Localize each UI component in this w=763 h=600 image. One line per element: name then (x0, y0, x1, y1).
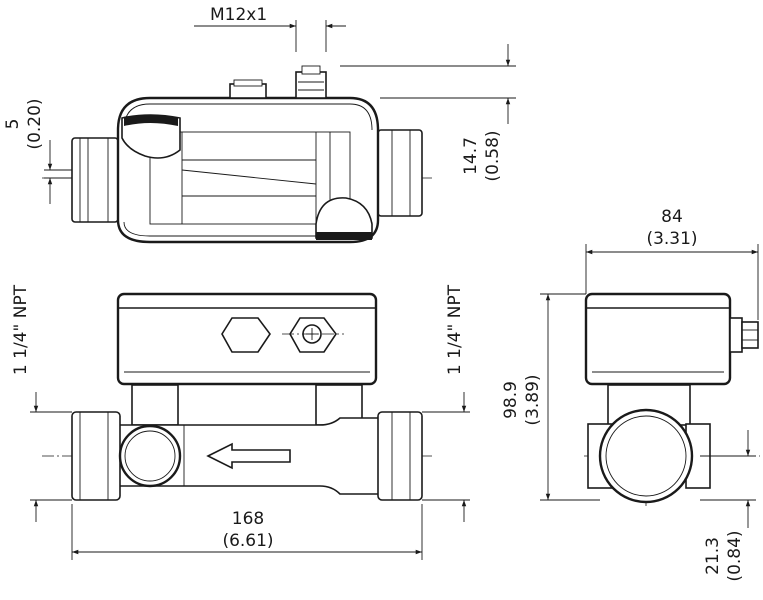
width-mm-label: 84 (661, 207, 683, 227)
height-top-in-label: (0.58) (483, 130, 503, 181)
width-in-label: (3.31) (646, 229, 697, 249)
front-view (42, 292, 432, 501)
height-in-label: (3.89) (523, 374, 543, 425)
height-mm-label: 98.9 (501, 381, 521, 419)
axis-offset-in-label: (0.84) (725, 530, 745, 581)
offset-mm-label: 5 (3, 119, 23, 130)
offset-in-label: (0.20) (25, 98, 45, 149)
axis-offset-mm-label: 21.3 (703, 537, 723, 575)
length-in-label: (6.61) (222, 531, 273, 551)
side-view (584, 292, 760, 506)
pipe-thread-right-label: 1 1/4" NPT (445, 284, 465, 375)
length-mm-label: 168 (232, 509, 264, 529)
top-view (42, 65, 432, 244)
height-top-mm-label: 14.7 (461, 137, 481, 175)
pipe-thread-left-label: 1 1/4" NPT (11, 284, 31, 375)
thread-label: M12x1 (210, 5, 267, 25)
dimension-lines (30, 20, 759, 560)
flow-direction-arrow (206, 442, 291, 470)
